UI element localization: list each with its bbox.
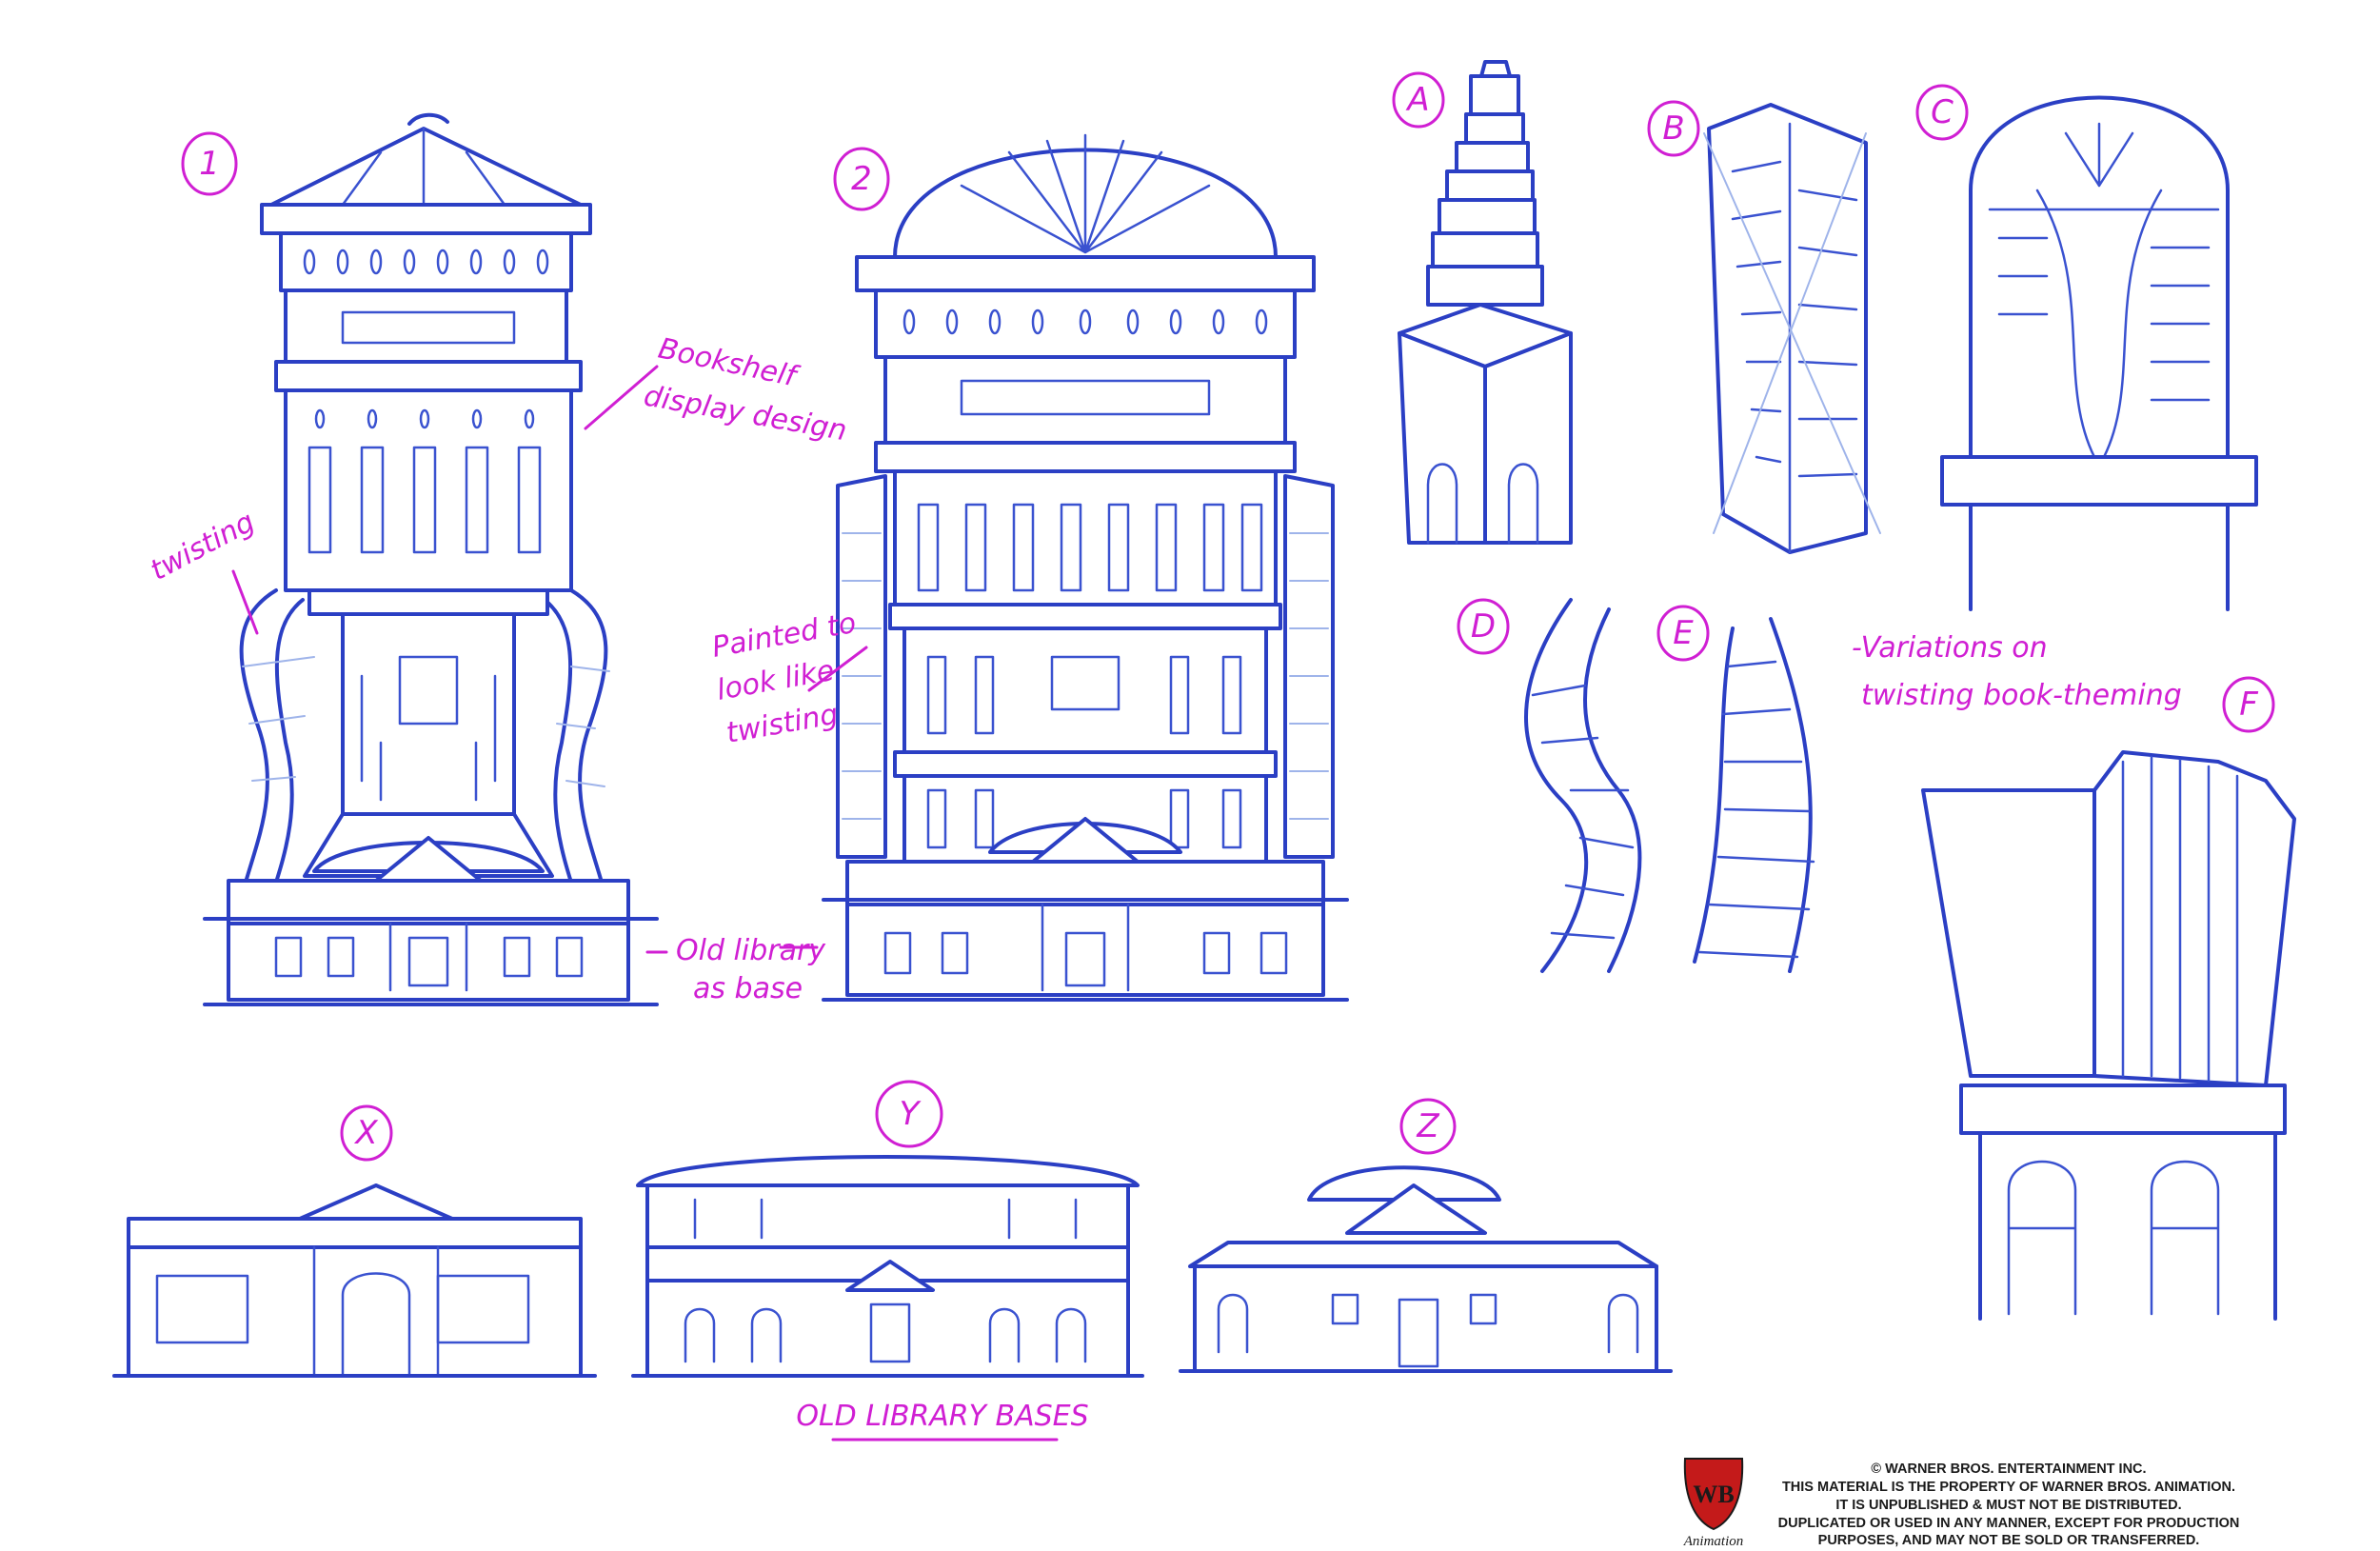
variation-a-sketch bbox=[1398, 60, 1573, 545]
svg-text:THIS MATERIAL IS THE PROPERTY: THIS MATERIAL IS THE PROPERTY OF WARNER … bbox=[1782, 1480, 2235, 1495]
tower-2-sketch bbox=[822, 133, 1349, 1002]
label-base-z: Z bbox=[1399, 1098, 1457, 1155]
svg-text:D: D bbox=[1471, 607, 1496, 646]
label-variation-b: B bbox=[1647, 100, 1700, 157]
label-tower-2: 2 bbox=[833, 147, 890, 211]
svg-text:B: B bbox=[1662, 109, 1684, 148]
label-tower-1: 1 bbox=[181, 131, 238, 196]
variation-c-sketch bbox=[1940, 95, 2258, 611]
svg-text:X: X bbox=[353, 1114, 378, 1152]
note-oldlib-2: as base bbox=[693, 972, 803, 1005]
bases-caption: OLD LIBRARY BASES bbox=[796, 1400, 1088, 1433]
variation-d-sketch bbox=[1524, 598, 1642, 973]
base-x-sketch bbox=[112, 1183, 597, 1378]
svg-text:IT IS UNPUBLISHED & MUST NOT B: IT IS UNPUBLISHED & MUST NOT BE DISTRIBU… bbox=[1835, 1498, 2181, 1513]
label-variation-d: D bbox=[1457, 598, 1510, 655]
svg-text:2: 2 bbox=[851, 160, 872, 198]
svg-text:E: E bbox=[1673, 614, 1694, 652]
svg-text:© WARNER BROS. ENTERTAINMENT I: © WARNER BROS. ENTERTAINMENT INC. bbox=[1871, 1462, 2146, 1477]
svg-text:PURPOSES, AND MAY NOT BE SOLD: PURPOSES, AND MAY NOT BE SOLD OR TRANSFE… bbox=[1818, 1533, 2200, 1548]
note-bookshelf-2: display design bbox=[642, 379, 849, 447]
tower-1-sketch bbox=[203, 112, 659, 1006]
note-variations-2: twisting book-theming bbox=[1861, 679, 2182, 712]
svg-text:F: F bbox=[2239, 686, 2258, 724]
note-variations-1: -Variations on bbox=[1852, 631, 2048, 665]
label-variation-f: F bbox=[2222, 676, 2275, 733]
svg-text:Z: Z bbox=[1416, 1107, 1439, 1145]
label-variation-a: A bbox=[1392, 71, 1445, 129]
variation-e-sketch bbox=[1693, 617, 1815, 973]
copyright-notice: © WARNER BROS. ENTERTAINMENT INC. THIS M… bbox=[1778, 1462, 2240, 1548]
svg-text:C: C bbox=[1931, 93, 1954, 131]
wb-shield-logo: WB Animation bbox=[1683, 1458, 1744, 1549]
base-y-sketch bbox=[631, 1155, 1144, 1378]
svg-text:Y: Y bbox=[900, 1095, 922, 1133]
variation-b-sketch bbox=[1703, 103, 1881, 554]
note-oldlib-1: Old library bbox=[676, 934, 826, 967]
svg-text:DUPLICATED OR USED IN ANY MANN: DUPLICATED OR USED IN ANY MANNER, EXCEPT… bbox=[1778, 1516, 2240, 1531]
label-variation-e: E bbox=[1656, 605, 1710, 662]
svg-text:WB: WB bbox=[1693, 1481, 1734, 1508]
note-painted-2: look like bbox=[714, 654, 837, 707]
label-base-y: Y bbox=[875, 1080, 943, 1148]
base-z-sketch bbox=[1179, 1165, 1673, 1373]
label-variation-c: C bbox=[1915, 84, 1969, 141]
variation-f-sketch bbox=[1921, 750, 2296, 1321]
note-painted-3: twisting bbox=[724, 698, 841, 750]
note-twisting: twisting bbox=[145, 506, 260, 587]
svg-text:Animation: Animation bbox=[1683, 1534, 1744, 1549]
svg-text:1: 1 bbox=[199, 145, 220, 183]
svg-text:A: A bbox=[1405, 81, 1429, 119]
label-base-x: X bbox=[340, 1104, 393, 1162]
